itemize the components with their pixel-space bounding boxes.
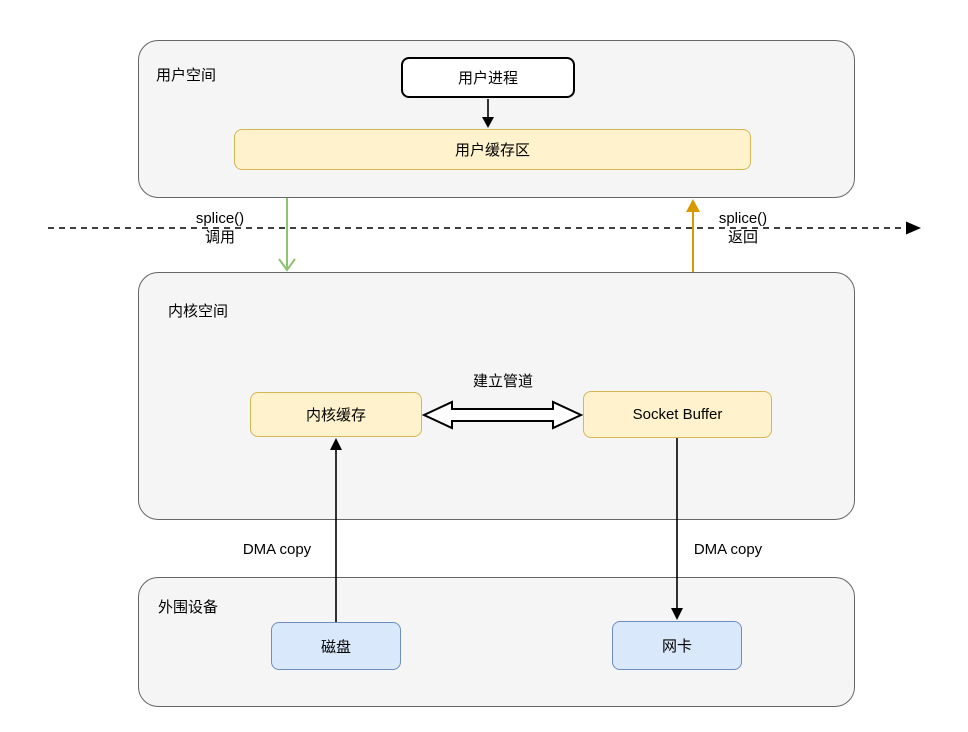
splice-call-line2: 调用	[204, 229, 235, 246]
disk-node: 磁盘	[271, 622, 401, 670]
peripheral-label: 外围设备	[158, 599, 219, 616]
nic-label: 网卡	[661, 638, 692, 655]
splice-return-label: splice() 返回	[703, 209, 783, 247]
splice-call-label: splice() 调用	[180, 209, 260, 247]
user-buffer-node: 用户缓存区	[234, 129, 751, 170]
socket-buffer-node: Socket Buffer	[583, 391, 772, 438]
nic-node: 网卡	[612, 621, 742, 670]
splice-call-line1: splice()	[195, 210, 245, 227]
kernel-buffer-node: 内核缓存	[250, 392, 422, 437]
dma-copy-right-label: DMA copy	[693, 541, 763, 558]
pipe-label: 建立管道	[472, 373, 533, 390]
user-process-label: 用户进程	[457, 70, 518, 87]
boundary-arrowhead	[906, 221, 921, 235]
dma-copy-left-label: DMA copy	[242, 541, 312, 558]
peripheral-region	[138, 577, 855, 707]
splice-return-line2: 返回	[727, 229, 758, 246]
splice-return-line1: splice()	[718, 210, 768, 227]
disk-label: 磁盘	[320, 638, 351, 656]
splice-call-arrowhead	[278, 258, 296, 272]
user-space-label: 用户空间	[156, 67, 217, 84]
kernel-space-label: 内核空间	[168, 303, 229, 320]
user-process-node: 用户进程	[401, 57, 575, 98]
splice-return-arrowhead	[686, 199, 700, 212]
user-buffer-label: 用户缓存区	[454, 142, 530, 159]
kernel-buffer-label: 内核缓存	[305, 407, 366, 424]
socket-buffer-label: Socket Buffer	[632, 406, 723, 423]
